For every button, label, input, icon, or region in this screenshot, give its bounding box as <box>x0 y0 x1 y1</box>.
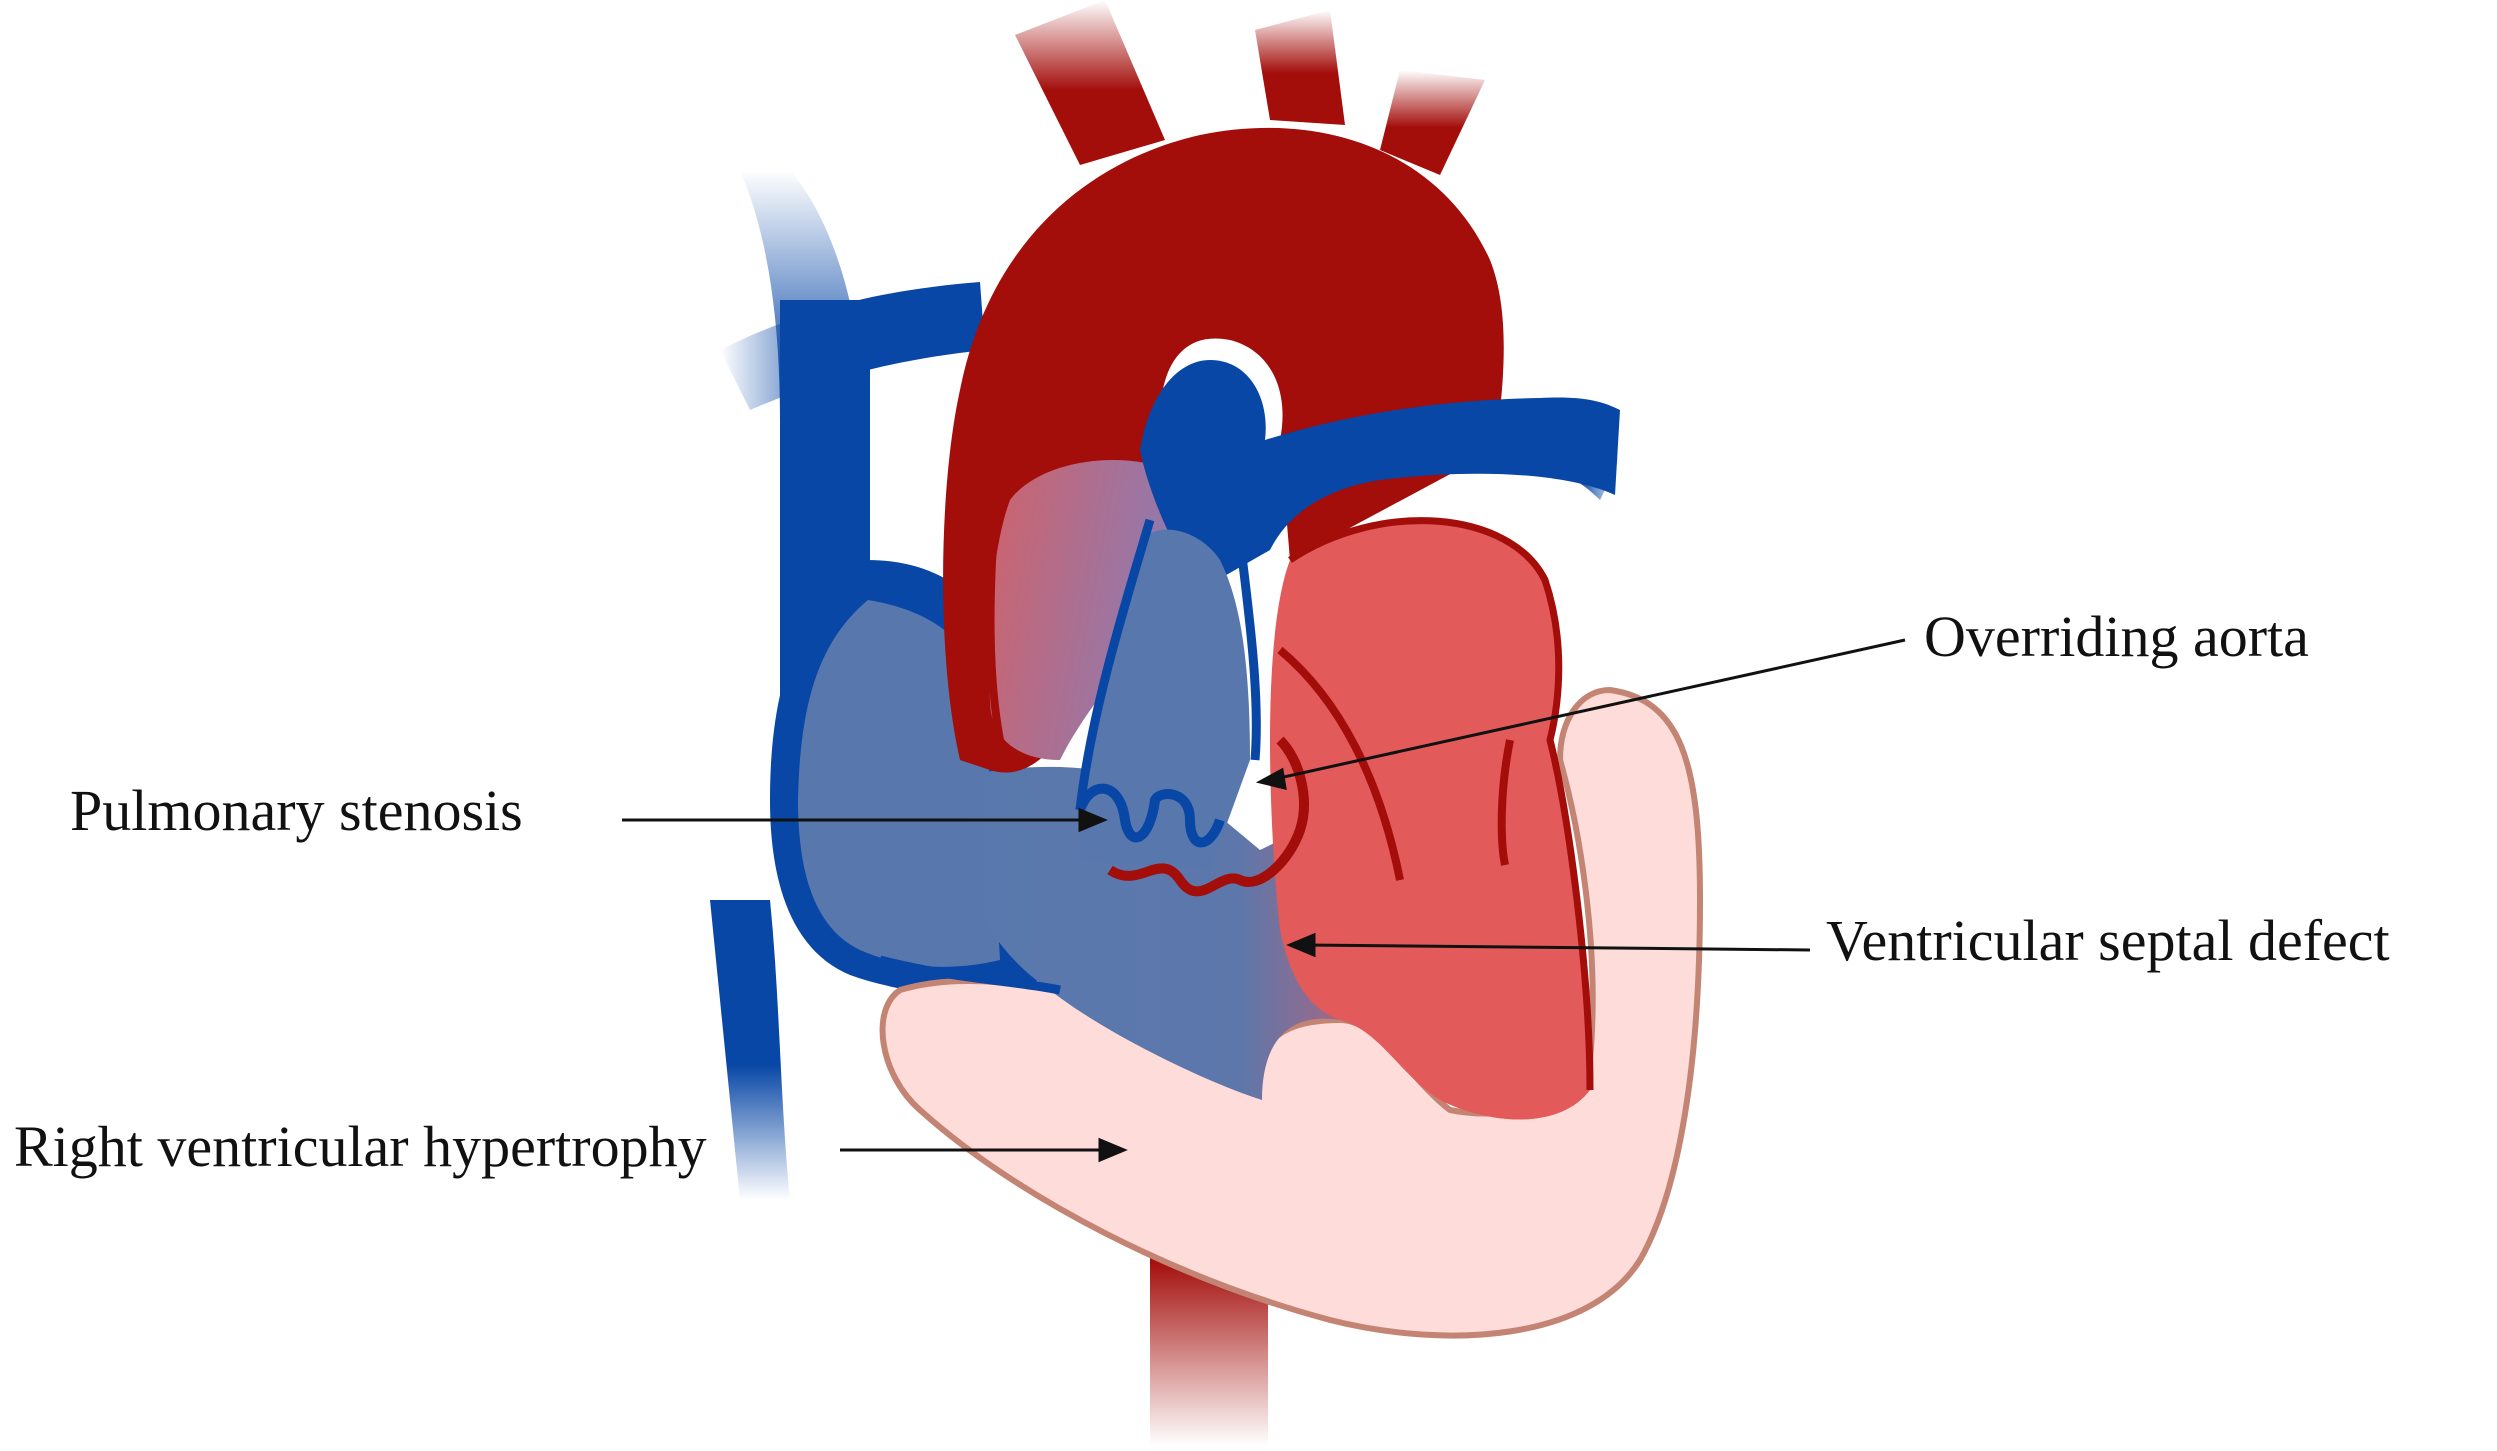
leader-ventricular-septal-defect <box>1304 943 1811 952</box>
pulmonary-valve <box>1075 783 1225 848</box>
left-ventricle-outline <box>1288 517 1594 1091</box>
arrowhead-overriding-aorta <box>1255 767 1287 790</box>
left-ventricle <box>1270 520 1590 1120</box>
inferior-vena-cava <box>710 900 790 1200</box>
arrowhead-right-ventricular-hypertrophy <box>1098 1137 1128 1163</box>
left-common-carotid <box>1255 10 1345 125</box>
left-atrium <box>988 460 1175 760</box>
label-right-ventricular-hypertrophy: Right ventricular hypertrophy <box>14 1114 707 1179</box>
rv-outflow-outline <box>1075 518 1261 811</box>
right-pulmonary-artery <box>720 282 985 410</box>
arrowhead-pulmonary-stenosis <box>1078 807 1108 833</box>
arrowhead-ventricular-septal-defect <box>1286 932 1316 958</box>
pulmonary-trunk <box>1140 360 1620 590</box>
leader-overriding-aorta <box>1269 638 1906 782</box>
left-pulmonary-artery <box>1530 398 1620 500</box>
leader-lines <box>622 638 1906 1163</box>
left-atrium-outline <box>986 449 1004 741</box>
label-overriding-aorta: Overriding aorta <box>1924 604 2309 669</box>
aortic-valve <box>1107 736 1309 897</box>
septum-line <box>878 955 1061 995</box>
chordae-tendineae <box>1277 646 1514 881</box>
label-ventricular-septal-defect: Ventricular septal defect <box>1826 908 2390 973</box>
brachiocephalic-artery <box>1015 0 1165 165</box>
label-pulmonary-stenosis: Pulmonary stenosis <box>70 778 523 843</box>
left-subclavian <box>1380 70 1485 175</box>
